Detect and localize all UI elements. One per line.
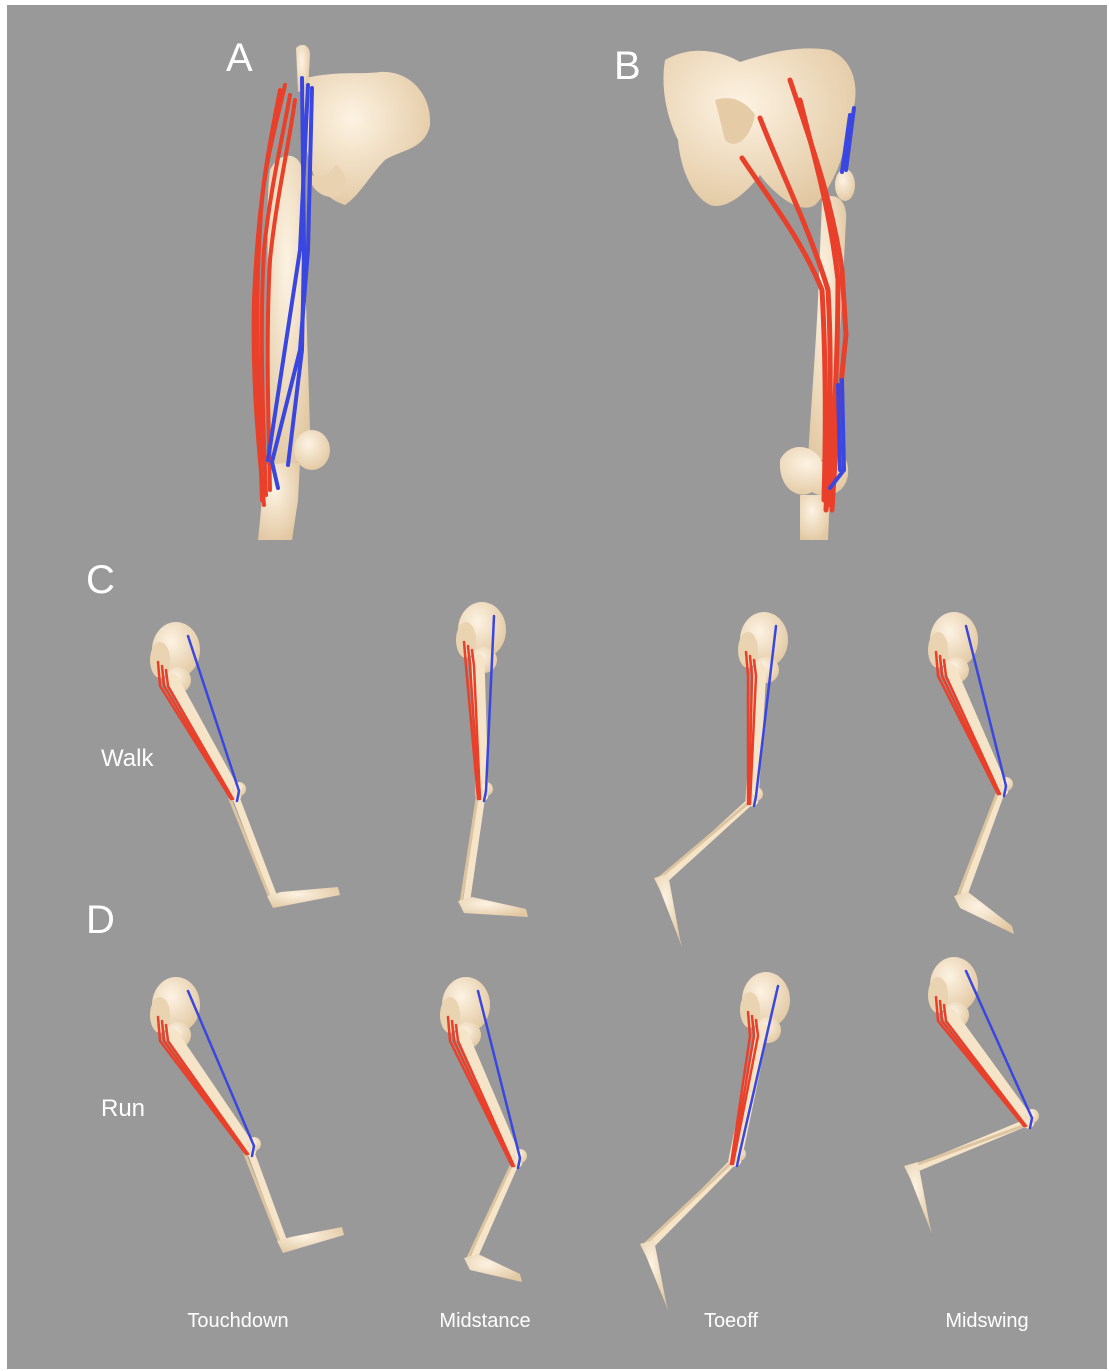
foot-bones xyxy=(954,892,1014,934)
row-label-run: Run xyxy=(101,1097,145,1121)
foot-bones xyxy=(640,1240,668,1310)
foot-bones xyxy=(458,897,528,917)
phase-label-midstance: Midstance xyxy=(405,1311,565,1331)
run-midstance-leg xyxy=(440,977,527,1282)
femur-bone xyxy=(172,1035,250,1150)
walk-midswing-leg xyxy=(928,612,1014,934)
femur-bone xyxy=(462,1035,516,1162)
foot-bones xyxy=(654,874,682,947)
phase-label-toeoff: Toeoff xyxy=(651,1311,811,1331)
panel-label-b: B xyxy=(614,46,641,86)
foot-bones xyxy=(904,1162,932,1234)
panel-label-d: D xyxy=(86,900,115,940)
run-touchdown-leg xyxy=(150,977,344,1253)
walk-touchdown-leg xyxy=(150,622,340,908)
foot-bones xyxy=(464,1254,522,1282)
tibia-bone xyxy=(250,1150,285,1245)
panel-b-leg xyxy=(663,48,855,540)
panel-label-c: C xyxy=(86,560,115,600)
phase-label-touchdown: Touchdown xyxy=(158,1311,318,1331)
walk-midstance-leg xyxy=(456,602,528,917)
tibia-bone xyxy=(962,790,1002,900)
femur-bone xyxy=(950,670,1002,790)
femur-bone xyxy=(950,1015,1028,1122)
walk-toeoff-leg xyxy=(654,612,788,947)
run-toeoff-leg xyxy=(640,972,790,1310)
tibia-bone xyxy=(235,795,275,900)
phase-label-midswing: Midswing xyxy=(907,1311,1067,1331)
foot-bones xyxy=(267,887,340,908)
gait-poses xyxy=(150,602,1039,1310)
run-midswing-leg xyxy=(904,957,1039,1234)
femur-bone xyxy=(172,680,235,795)
tibia-bone xyxy=(472,1162,516,1262)
row-label-walk: Walk xyxy=(101,747,153,771)
panel-label-a: A xyxy=(226,38,253,78)
panel-a-leg xyxy=(254,45,431,540)
foot-bones xyxy=(277,1227,344,1253)
